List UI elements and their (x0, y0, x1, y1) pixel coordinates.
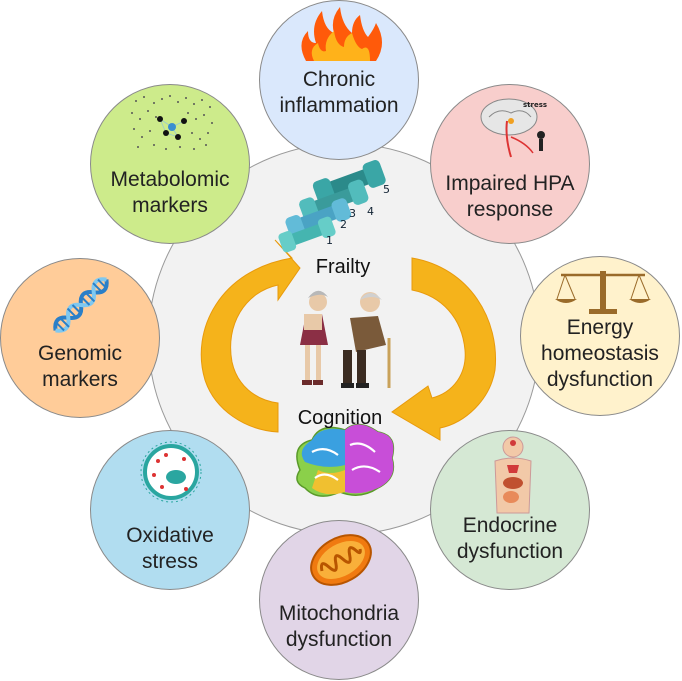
node-label: Chronic inflammation (279, 68, 399, 117)
node-energy-homeostasis: Energy homeostasis dysfunction (520, 256, 680, 416)
node-label: Impaired HPA response (445, 172, 575, 221)
body-organs-icon (494, 436, 532, 514)
network-icon (131, 95, 213, 150)
brain-icon (296, 423, 395, 497)
node-label: Oxidative stress (126, 524, 214, 573)
cognition-label: Cognition (297, 407, 383, 429)
node-label: Metabolomic markers (110, 168, 230, 217)
node-oxidative-stress: Oxidative stress (90, 430, 250, 590)
scale-icon (555, 271, 651, 314)
stress-text: stress (523, 101, 547, 109)
node-label: Energy homeostasis dysfunction (541, 316, 659, 391)
node-genomic: Genomic markers (0, 258, 160, 418)
node-metabolomic: Metabolomic markers (90, 84, 250, 244)
dumbbells-icon: 5 4 3 2 1 (278, 160, 390, 253)
dna-icon (53, 277, 109, 333)
dumbbell-number-2: 2 (340, 218, 347, 231)
node-mitochondria: Mitochondria dysfunction (259, 520, 419, 680)
cell-icon (140, 441, 202, 503)
dumbbell-number-1: 1 (326, 234, 333, 247)
node-label: Genomic markers (37, 342, 123, 391)
fire-icon (301, 7, 382, 61)
node-label: Endocrine dysfunction (456, 514, 564, 563)
brain-stress-icon: stress (480, 98, 547, 158)
cycle-arrow-right (391, 257, 497, 441)
cycle-arrow-left (200, 239, 301, 433)
frailty-label: Frailty (315, 256, 371, 278)
dumbbell-number-3: 3 (349, 207, 356, 220)
dumbbell-number-5: 5 (383, 183, 390, 196)
node-impaired-hpa: stress Impaired HPA response (430, 84, 590, 244)
elderly-couple-icon (300, 290, 391, 388)
node-label: Mitochondria dysfunction (278, 602, 400, 651)
node-endocrine: Endocrine dysfunction (430, 430, 590, 590)
mitochondria-icon (310, 534, 372, 586)
dumbbell-number-4: 4 (367, 205, 374, 218)
node-chronic-inflammation: Chronic inflammation (259, 0, 419, 160)
